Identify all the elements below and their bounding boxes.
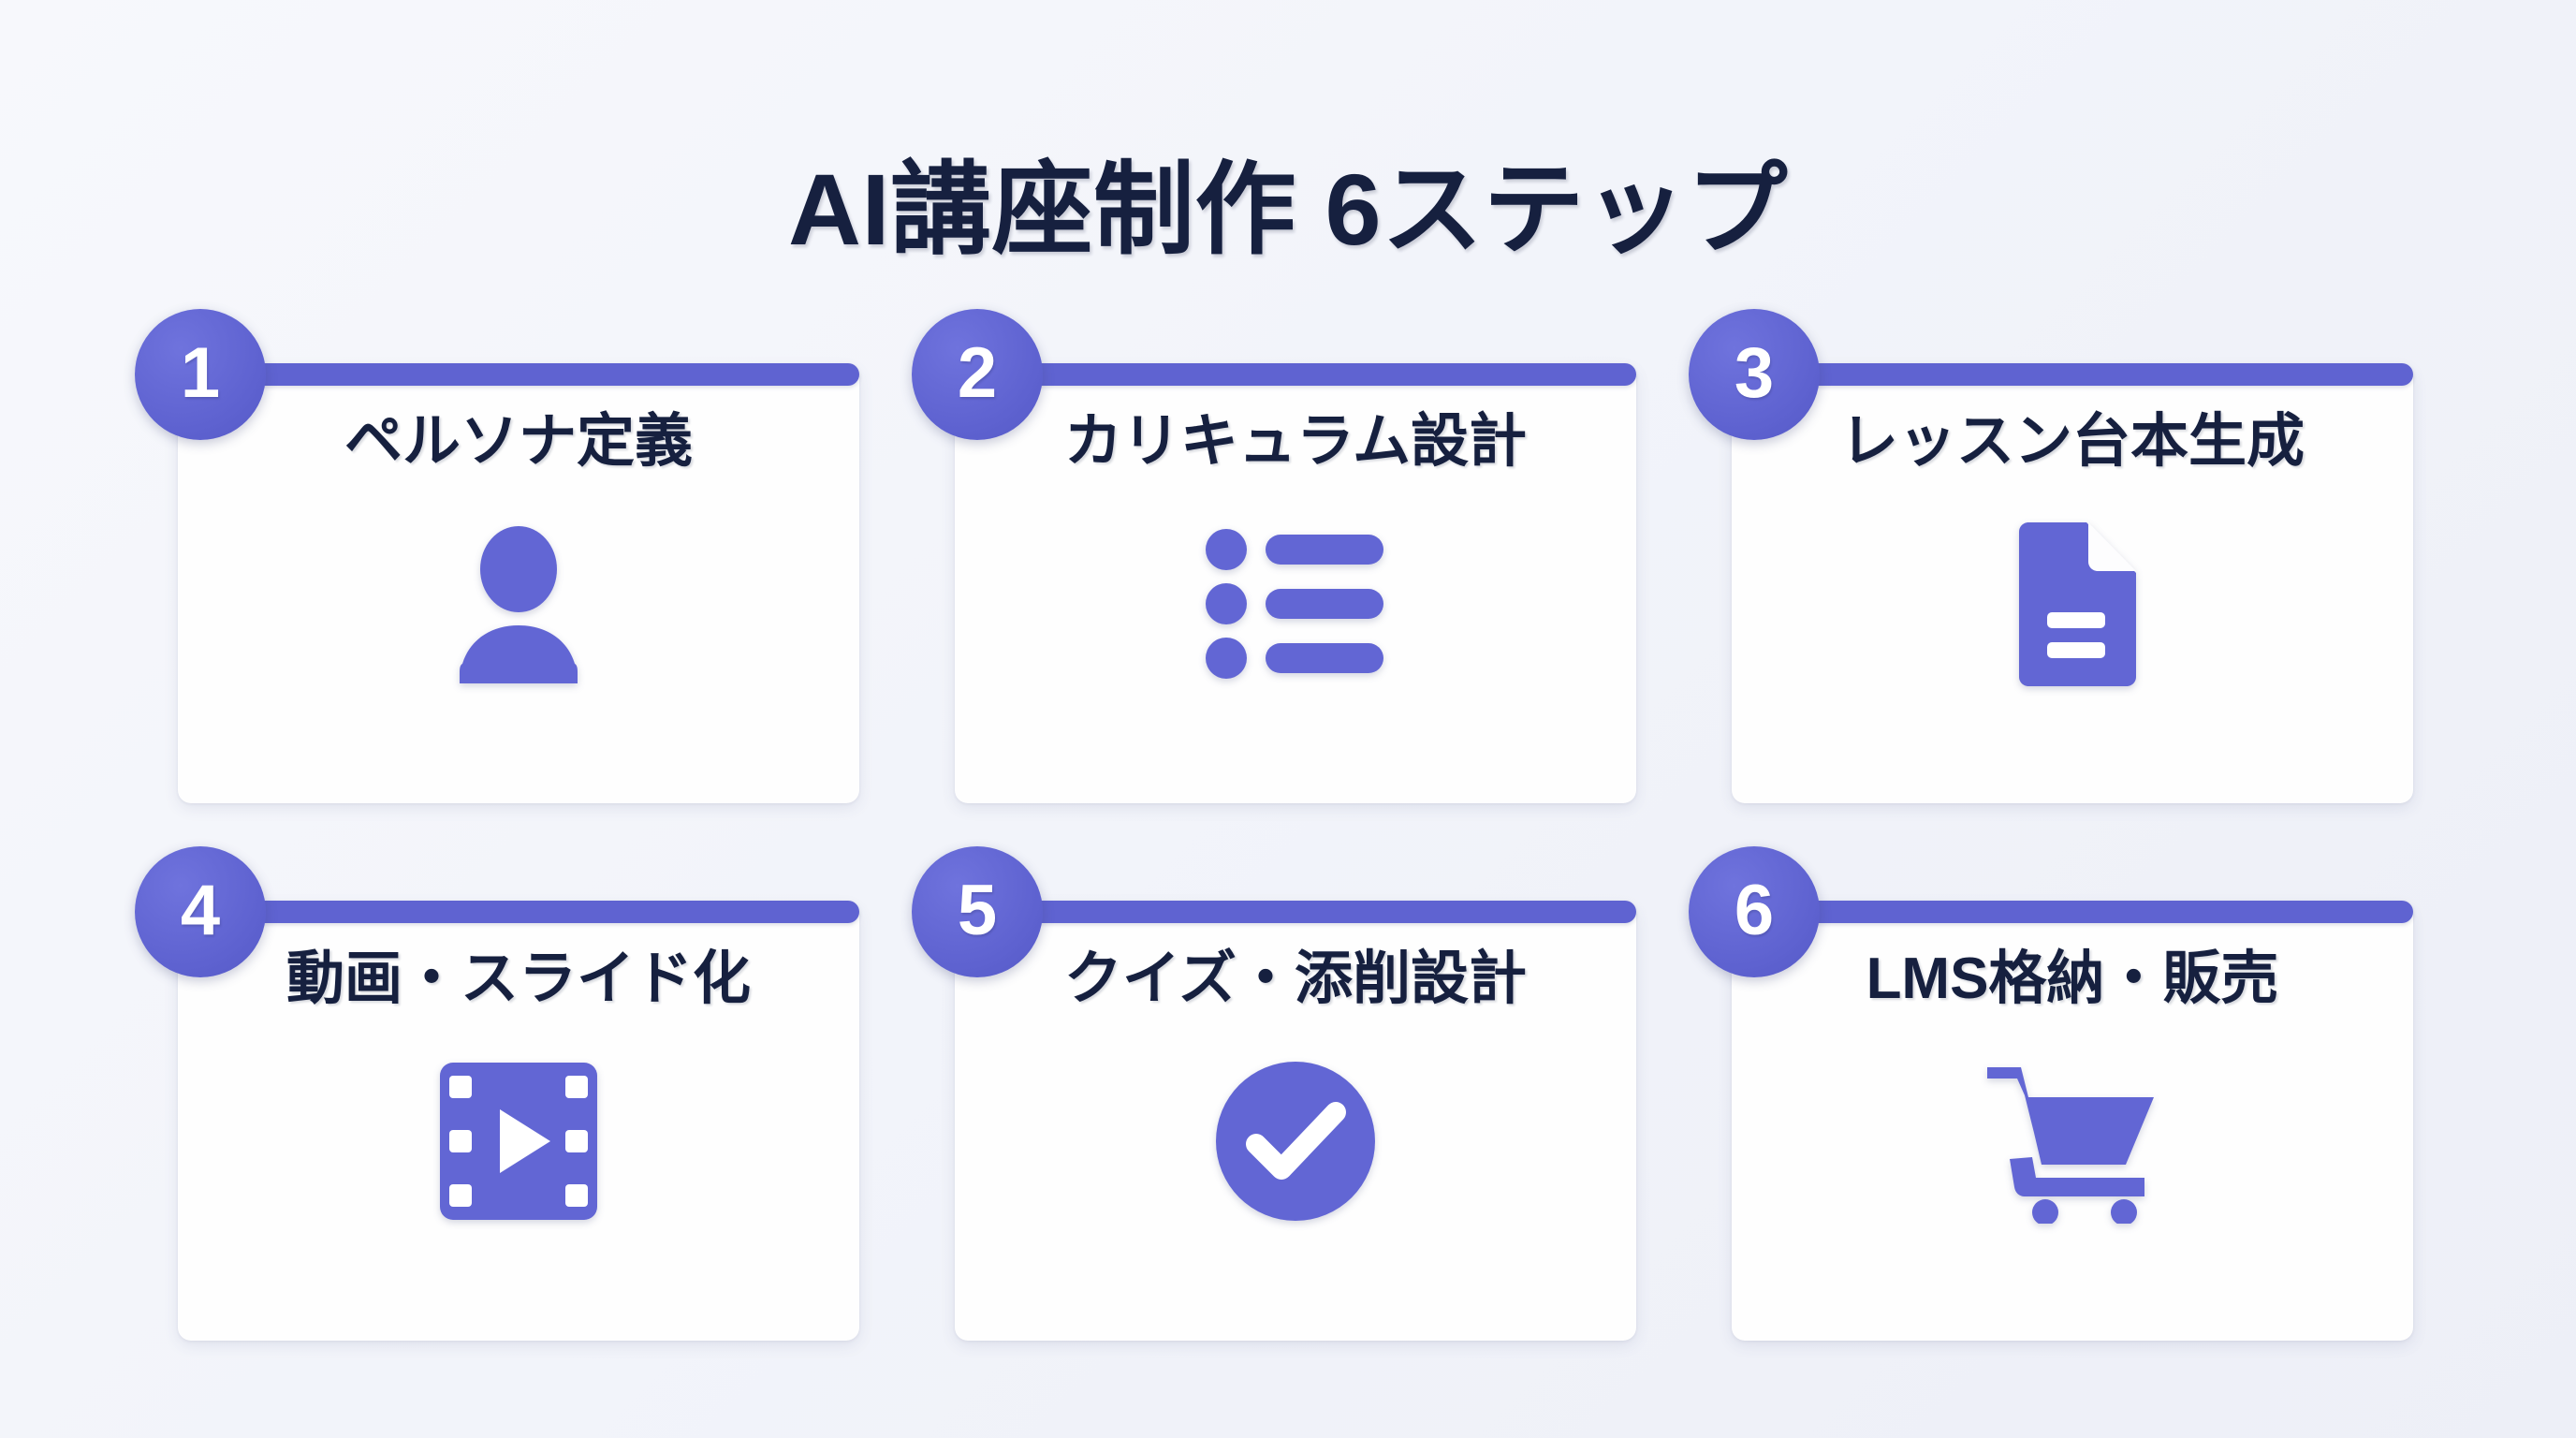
film-play-icon (178, 1052, 859, 1230)
step-card-3[interactable]: 3 レッスン台本生成 (1689, 309, 2413, 803)
card-title-4: 動画・スライド化 (285, 946, 751, 1011)
step-number-label-5: 5 (957, 871, 998, 950)
person-icon (178, 515, 859, 693)
steps-grid: 1 ペルソナ定義 2 カリキュラム設計 (135, 309, 2413, 1367)
card-title-5: クイズ・添削設計 (1063, 946, 1528, 1011)
step-number-badge-5: 5 (912, 846, 1043, 977)
step-number-label-1: 1 (180, 333, 221, 413)
check-circle-icon (955, 1052, 1636, 1230)
step-number-label-4: 4 (180, 871, 221, 950)
card-top-bar-5 (955, 901, 1636, 923)
step-number-badge-3: 3 (1689, 309, 1820, 440)
page-title: AI講座制作 6ステップ (787, 153, 1789, 267)
step-card-1[interactable]: 1 ペルソナ定義 (135, 309, 859, 803)
shopping-cart-icon (1732, 1052, 2413, 1230)
step-number-badge-6: 6 (1689, 846, 1820, 977)
card-top-bar-6 (1732, 901, 2413, 923)
step-number-badge-2: 2 (912, 309, 1043, 440)
card-body-2 (955, 365, 1636, 803)
card-title-2: カリキュラム設計 (1063, 409, 1528, 474)
card-top-bar-2 (955, 363, 1636, 386)
step-number-badge-1: 1 (135, 309, 266, 440)
step-card-5[interactable]: 5 クイズ・添削設計 (912, 846, 1636, 1341)
step-number-label-2: 2 (957, 333, 998, 413)
step-card-6[interactable]: 6 LMS格納・販売 (1689, 846, 2413, 1341)
step-card-4[interactable]: 4 動画・スライド化 (135, 846, 859, 1341)
card-title-3: レッスン台本生成 (1839, 409, 2305, 474)
card-title-6: LMS格納・販売 (1866, 946, 2279, 1011)
step-number-badge-4: 4 (135, 846, 266, 977)
card-top-bar-4 (178, 901, 859, 923)
step-number-label-6: 6 (1734, 871, 1775, 950)
document-icon (1732, 515, 2413, 693)
bulleted-list-icon (955, 515, 1636, 693)
step-card-2[interactable]: 2 カリキュラム設計 (912, 309, 1636, 803)
card-top-bar-3 (1732, 363, 2413, 386)
card-title-1: ペルソナ定義 (344, 409, 693, 474)
step-number-label-3: 3 (1734, 333, 1775, 413)
card-top-bar-1 (178, 363, 859, 386)
